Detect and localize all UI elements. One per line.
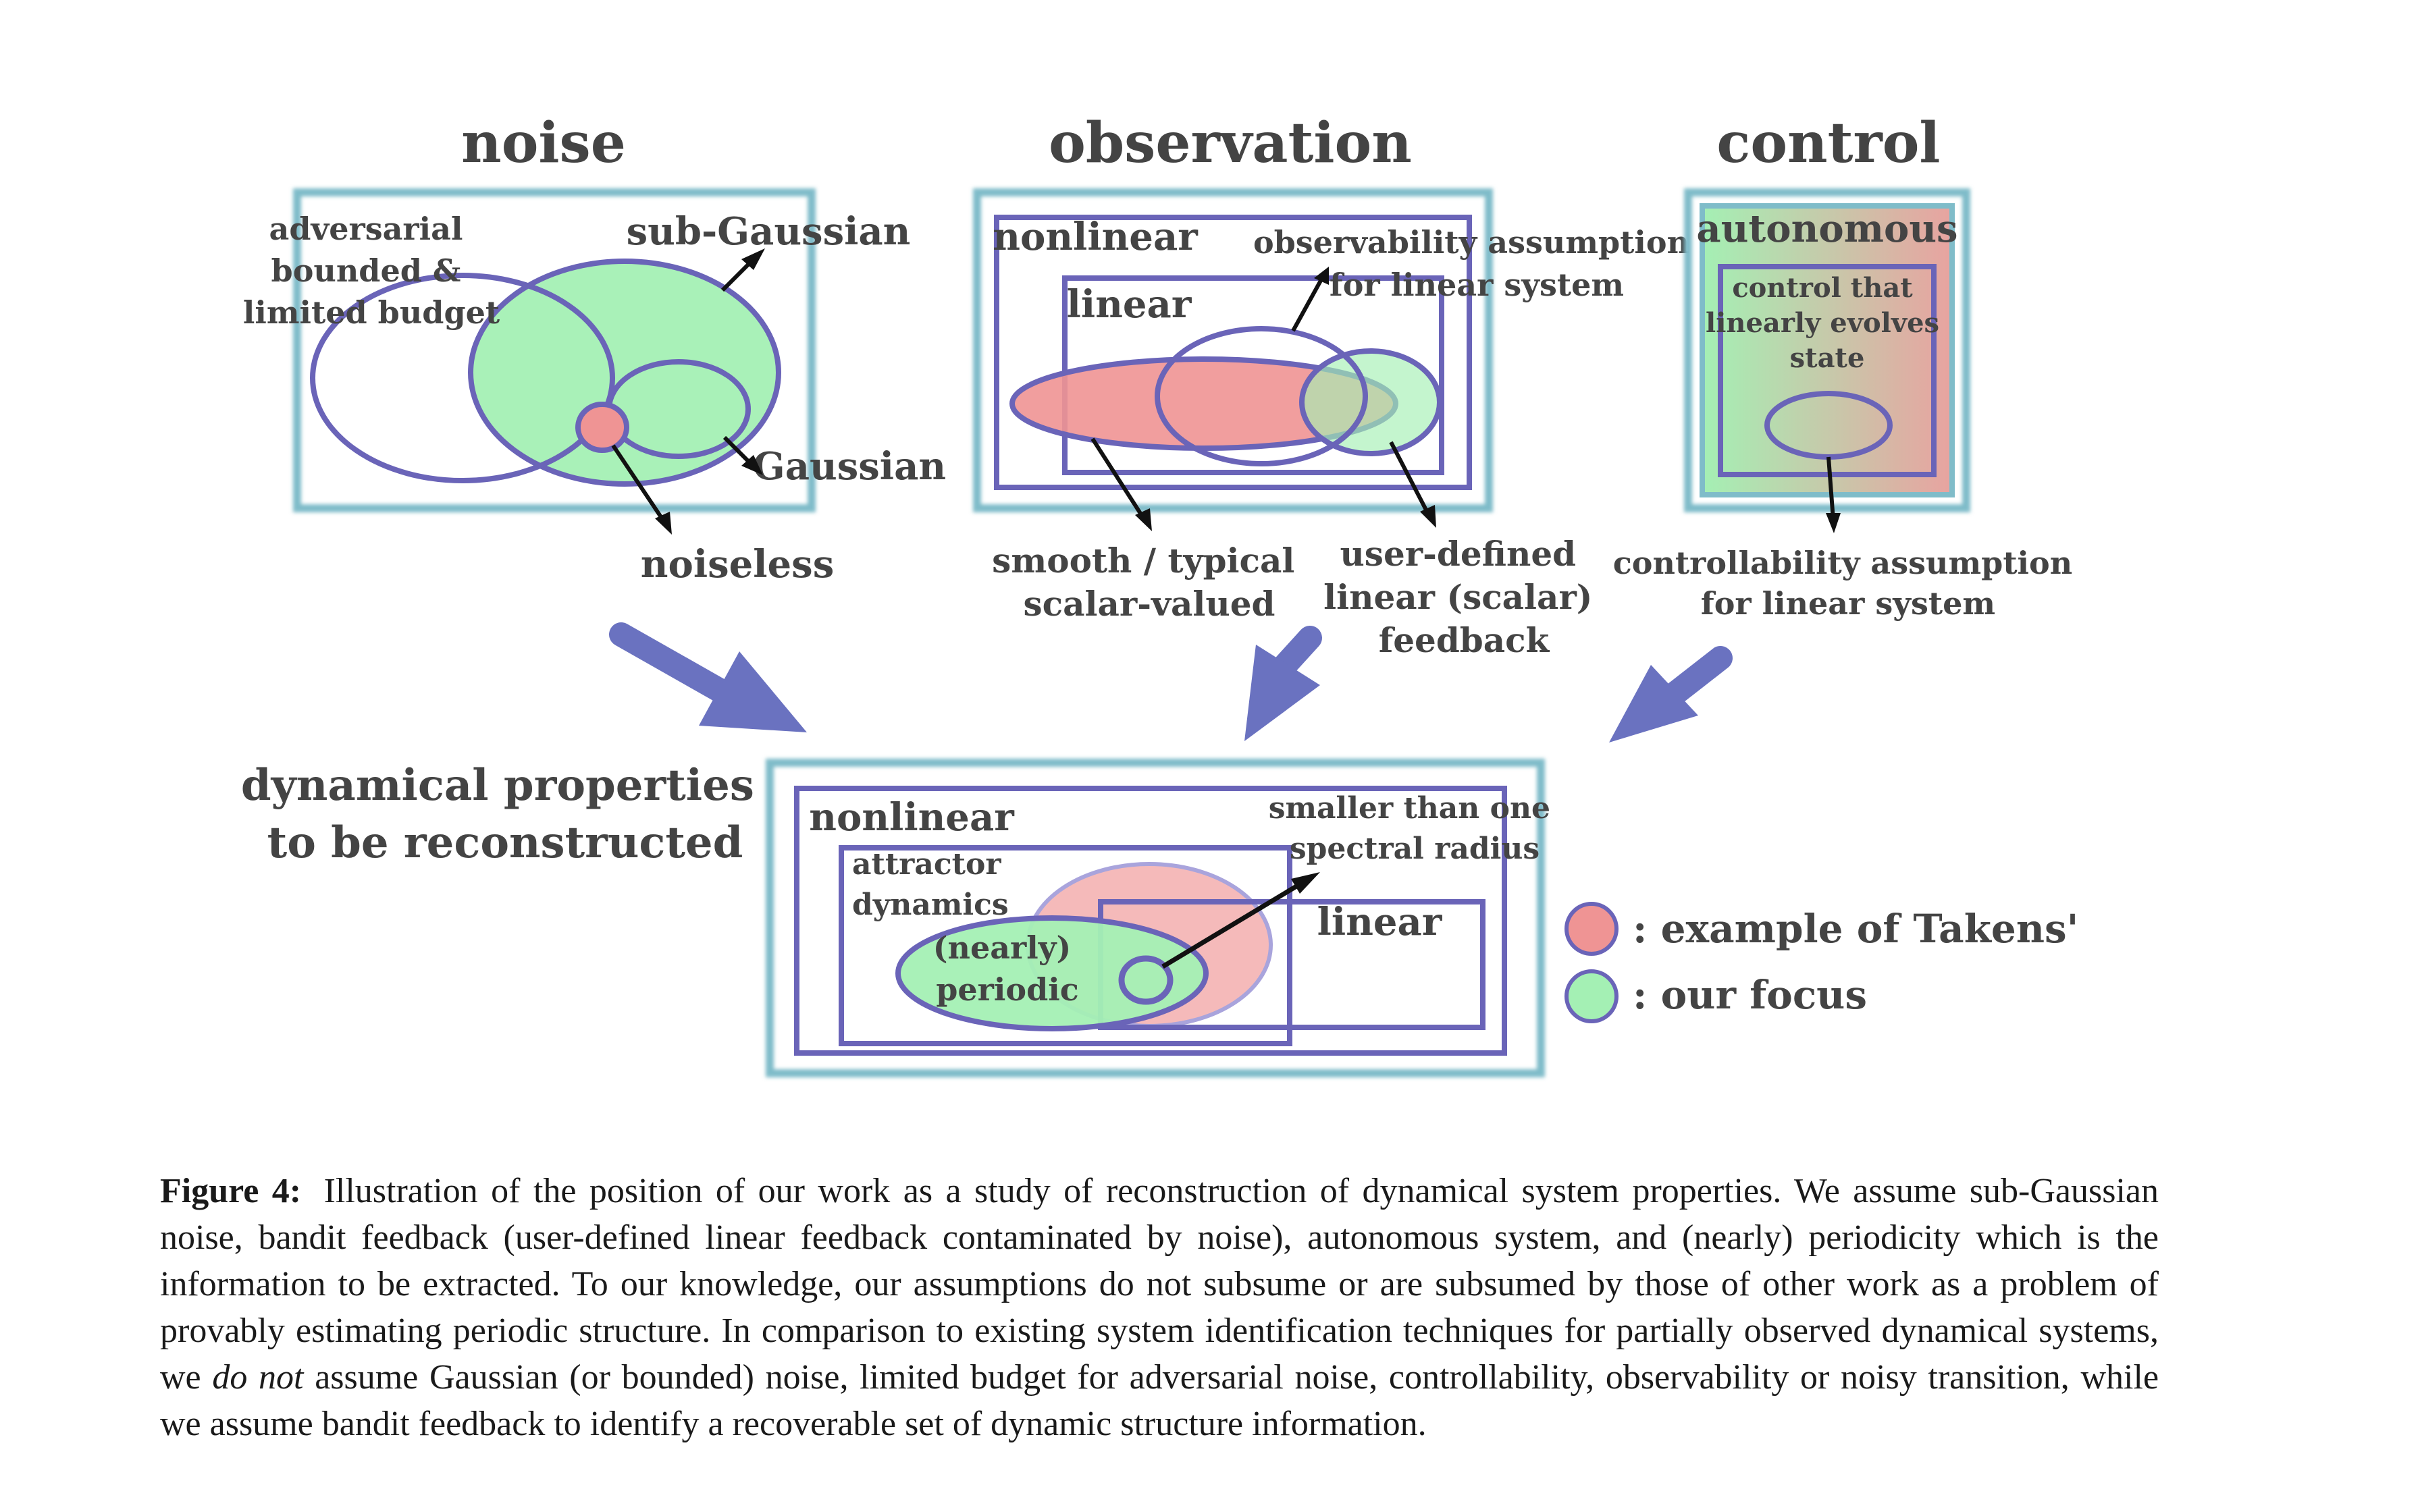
observation-panel: observation nonlinear linear observabili…	[973, 111, 1700, 660]
control-title: control	[1716, 111, 1940, 176]
observation-frame	[973, 188, 1493, 512]
caption-text-2: assume Gaussian (or bounded) noise, limi…	[160, 1358, 2159, 1443]
dynamics-panel: dynamical properties to be reconstructed…	[241, 759, 1561, 1077]
caption-label: Figure 4:	[160, 1172, 302, 1210]
dyn-attractor-box	[839, 845, 1292, 1046]
sub-gaussian-ellipse	[468, 259, 781, 487]
noise-panel: noise adversarial bounded & limited budg…	[243, 111, 946, 587]
caption-text-1: Illustration of the position of our work…	[160, 1172, 2159, 1397]
observation-title: observation	[1049, 111, 1412, 176]
observability-arrow	[1291, 277, 1324, 332]
noiseless-label: noiseless	[641, 542, 834, 587]
autonomous-box	[1700, 203, 1955, 497]
legend-takens-swatch	[1564, 902, 1619, 956]
controllability-label: controllability assumption for linear sy…	[1613, 545, 2083, 622]
noise-frame	[293, 188, 816, 512]
noise-title: noise	[461, 111, 626, 176]
control-that-label: control that linearly evolves state	[1706, 272, 1949, 374]
autonomous-label: autonomous	[1696, 207, 1957, 251]
adversarial-ellipse	[310, 273, 615, 483]
spectral-radius-circle	[1118, 955, 1174, 1005]
gaussian-label: Gaussian	[753, 444, 946, 489]
spectral-label: smaller than one spectral radius	[1269, 791, 1561, 866]
dyn-linear-label: linear	[1317, 900, 1443, 944]
control-panel: control autonomous control that linearly…	[1613, 111, 2083, 622]
dyn-periodic-ellipse	[895, 915, 1209, 1031]
figure-caption: Figure 4: Illustration of the position o…	[160, 1168, 2159, 1447]
big-arrows	[609, 622, 1733, 742]
obs-nonlinear-box	[994, 215, 1472, 490]
arrow-noise-to-dynamics	[609, 622, 807, 732]
sub-gaussian-label: sub-Gaussian	[627, 209, 911, 254]
dynamics-frame	[766, 759, 1545, 1077]
figure-diagram: noise adversarial bounded & limited budg…	[241, 111, 2083, 1077]
arrow-control-to-dynamics	[1609, 646, 1733, 742]
observability-ellipse	[1155, 326, 1368, 466]
periodic-label: (nearly) periodic	[933, 929, 1082, 1008]
attractor-label: attractor dynamics	[852, 847, 1011, 922]
legend: : example of Takens' : our focus	[1564, 902, 2078, 1023]
control-frame	[1684, 188, 1970, 512]
control-that-box	[1718, 264, 1937, 477]
spectral-arrow	[1161, 882, 1301, 969]
dyn-nonlinear-label: nonlinear	[809, 795, 1015, 840]
dynamics-heading: dynamical properties to be reconstructed	[241, 760, 769, 868]
obs-linear-label: linear	[1067, 282, 1192, 327]
adversarial-label: adversarial bounded & limited budget	[243, 211, 500, 331]
user-defined-ellipse	[1299, 348, 1442, 456]
user-defined-arrow	[1389, 441, 1431, 518]
legend-focus-swatch	[1564, 969, 1619, 1023]
smooth-label: smooth / typical scalar-valued	[992, 541, 1307, 624]
smooth-arrow	[1090, 437, 1147, 521]
arrow-observation-to-dynamics	[1244, 626, 1322, 741]
caption-emphasis: do not	[212, 1358, 304, 1397]
observability-label: observability assumption for linear syst…	[1253, 224, 1700, 303]
controllability-arrow	[1826, 456, 1835, 520]
dyn-nonlinear-box	[794, 786, 1507, 1056]
legend-takens-label: : example of Takens'	[1633, 906, 2078, 952]
obs-nonlinear-label: nonlinear	[993, 215, 1199, 259]
legend-focus-label: : our focus	[1633, 972, 1867, 1018]
user-defined-label: user-defined linear (scalar) feedback	[1323, 534, 1604, 660]
noiseless-dot	[575, 402, 629, 453]
noiseless-arrow	[611, 444, 667, 524]
